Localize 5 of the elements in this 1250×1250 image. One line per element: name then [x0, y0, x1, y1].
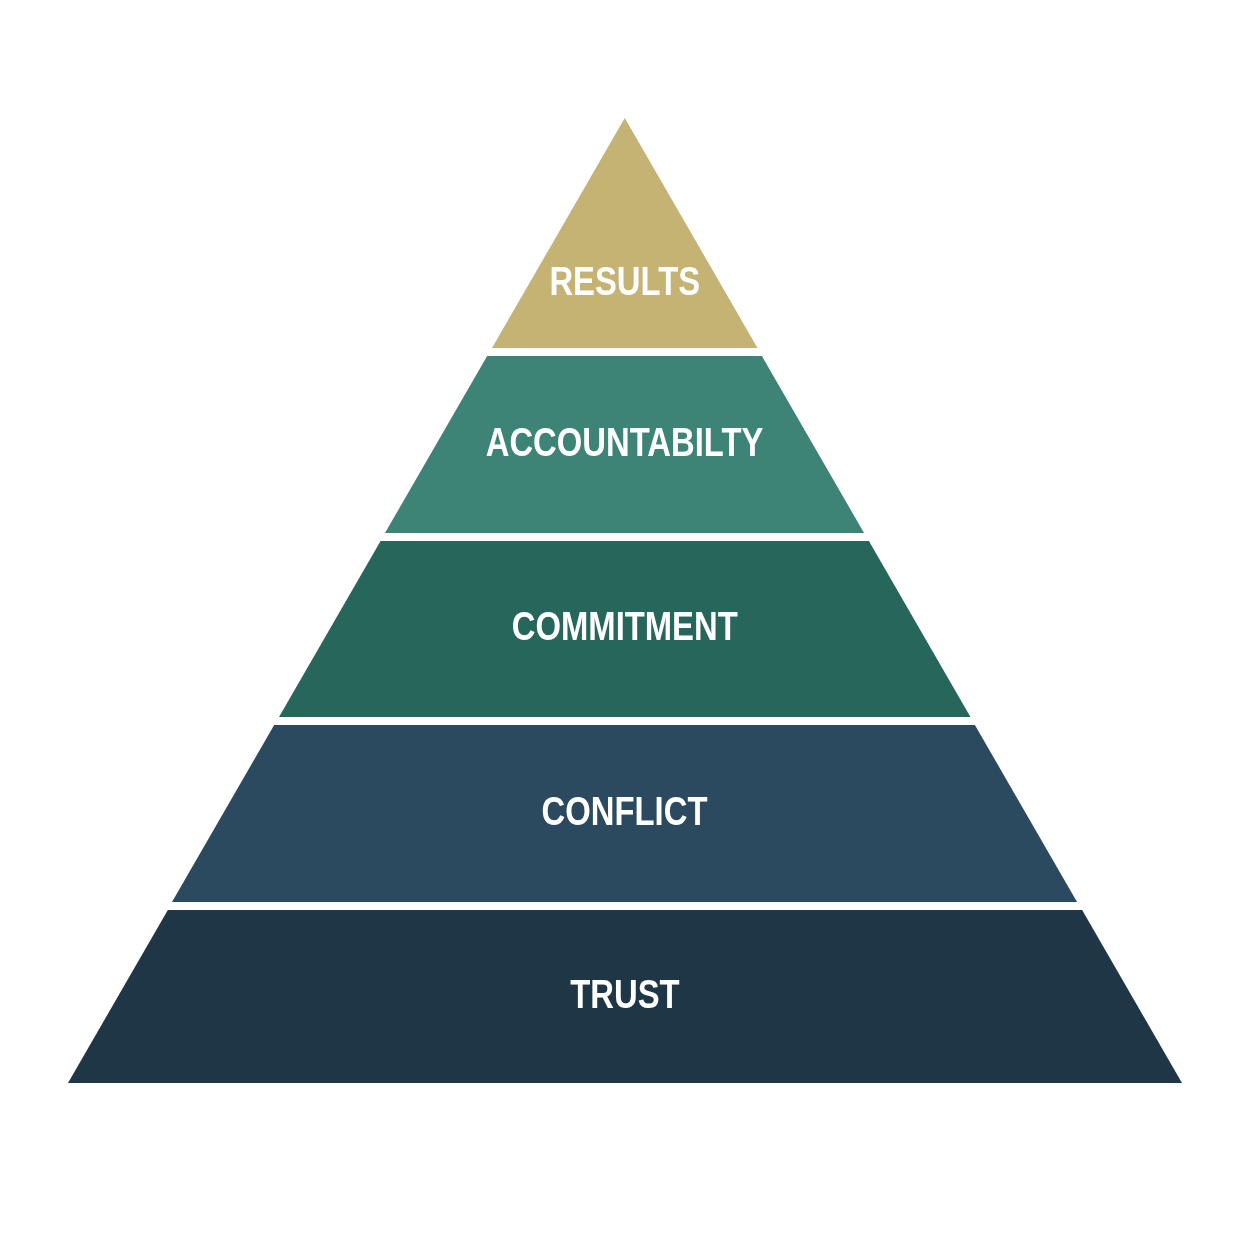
tier-label: ACCOUNTABILTY [485, 419, 765, 465]
tier-label: RESULTS [548, 258, 702, 304]
tier-label: COMMITMENT [511, 604, 739, 649]
tier-label: TRUST [569, 971, 681, 1017]
tier-label: CONFLICT [541, 788, 709, 834]
